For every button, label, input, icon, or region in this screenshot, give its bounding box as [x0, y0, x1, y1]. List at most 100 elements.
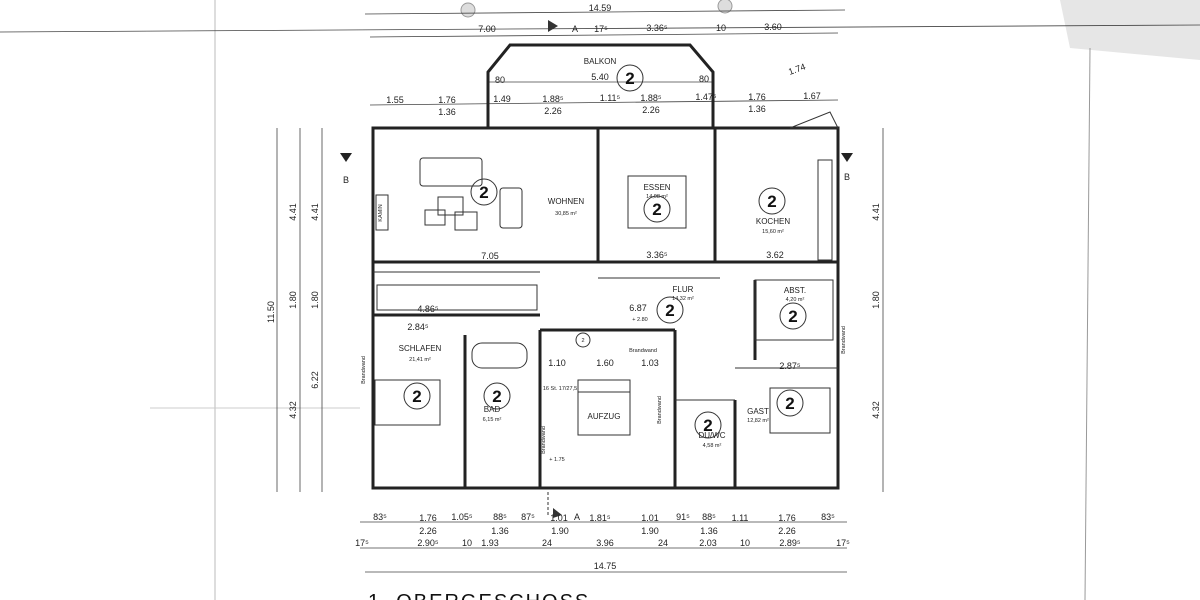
section-b-label: B [844, 172, 850, 182]
svg-text:3.62: 3.62 [766, 250, 784, 260]
svg-text:1.74: 1.74 [787, 61, 807, 76]
svg-text:3.36⁵: 3.36⁵ [646, 23, 668, 33]
svg-text:83⁵: 83⁵ [821, 512, 835, 522]
svg-text:4.41: 4.41 [310, 203, 320, 221]
svg-text:11.50: 11.50 [266, 301, 276, 323]
svg-text:10: 10 [740, 538, 750, 548]
room-abst: ABST. [784, 286, 806, 295]
svg-text:+ 2.80: + 2.80 [632, 317, 647, 323]
svg-text:12,82 m²: 12,82 m² [747, 418, 769, 424]
room-labels: WOHNEN 30,85 m² ESSEN 14,08 m² KOCHEN 15… [361, 183, 847, 454]
svg-text:88⁵: 88⁵ [493, 512, 507, 522]
svg-text:2.26: 2.26 [544, 106, 562, 116]
section-arrow [553, 508, 562, 518]
svg-text:1.81⁵: 1.81⁵ [589, 513, 611, 523]
svg-text:30,85 m²: 30,85 m² [555, 211, 577, 217]
svg-text:2: 2 [492, 387, 501, 406]
svg-text:1.76: 1.76 [748, 92, 766, 102]
svg-text:83⁵: 83⁵ [373, 512, 387, 522]
room-bad: BAD [484, 405, 501, 414]
svg-text:4.86⁵: 4.86⁵ [417, 304, 439, 314]
svg-text:2: 2 [785, 394, 794, 413]
room-duwc: DU/WC [698, 431, 725, 440]
top-dimensions: 14.59 7.00 17⁵ 3.36⁵ 10 3.60 A 80 5.40 8… [0, 3, 1200, 117]
svg-text:21,41 m²: 21,41 m² [409, 357, 431, 363]
svg-text:1.36: 1.36 [700, 526, 718, 536]
section-arrow [548, 20, 558, 32]
svg-text:1.76: 1.76 [419, 513, 437, 523]
svg-text:2: 2 [703, 416, 712, 435]
room-flur: FLUR [673, 285, 694, 294]
svg-text:2.26: 2.26 [778, 526, 796, 536]
svg-text:4,58 m²: 4,58 m² [703, 443, 722, 449]
svg-text:87⁵: 87⁵ [521, 512, 535, 522]
svg-text:15,60 m²: 15,60 m² [762, 229, 784, 235]
svg-text:17⁵: 17⁵ [836, 538, 850, 548]
svg-text:1.88⁵: 1.88⁵ [640, 93, 662, 103]
svg-text:1.36: 1.36 [491, 526, 509, 536]
svg-text:1.80: 1.80 [310, 291, 320, 309]
svg-text:4.32: 4.32 [288, 401, 298, 419]
side-dimensions: 4.41 4.41 1.80 1.80 4.32 6.22 11.50 4.41… [266, 128, 884, 492]
svg-text:1.90: 1.90 [551, 526, 569, 536]
room-essen: ESSEN [643, 183, 670, 192]
svg-text:4,20 m²: 4,20 m² [786, 297, 805, 303]
svg-text:2.89⁵: 2.89⁵ [779, 538, 801, 548]
svg-text:1.76: 1.76 [778, 513, 796, 523]
svg-text:1.05⁵: 1.05⁵ [451, 512, 473, 522]
section-b-arrow [340, 153, 352, 162]
svg-text:1.60: 1.60 [596, 358, 614, 368]
svg-text:14.75: 14.75 [594, 561, 617, 571]
svg-text:1.67: 1.67 [803, 91, 821, 101]
walls [371, 111, 840, 490]
svg-text:6,15 m²: 6,15 m² [483, 417, 502, 423]
svg-text:14,32 m²: 14,32 m² [672, 296, 694, 302]
svg-text:10: 10 [716, 23, 726, 33]
svg-text:7.00: 7.00 [478, 24, 496, 34]
svg-text:Brandwand: Brandwand [841, 326, 847, 354]
svg-text:1.76: 1.76 [438, 95, 456, 105]
svg-text:1.80: 1.80 [871, 291, 881, 309]
svg-text:2.03: 2.03 [699, 538, 717, 548]
paper-edge [1084, 47, 1091, 600]
svg-text:1.36: 1.36 [748, 104, 766, 114]
svg-text:7.05: 7.05 [481, 251, 499, 261]
svg-text:3.96: 3.96 [596, 538, 614, 548]
svg-text:16 St. 17/27,5: 16 St. 17/27,5 [543, 386, 577, 392]
punch-hole [460, 2, 476, 18]
svg-text:10: 10 [462, 538, 472, 548]
svg-text:Brandwand: Brandwand [657, 396, 663, 424]
svg-text:1.10: 1.10 [548, 358, 566, 368]
svg-text:1.01: 1.01 [641, 513, 659, 523]
inner-dimensions: 7.05 3.36⁵ 3.62 4.86⁵ 6.87 + 2.80 2.84⁵ … [407, 250, 801, 463]
svg-text:24: 24 [658, 538, 668, 548]
svg-text:2.90⁵: 2.90⁵ [417, 538, 439, 548]
room-balkon: BALKON [584, 57, 617, 66]
svg-text:4.41: 4.41 [288, 203, 298, 221]
floor-markers: 2 2 2 2 2 2 2 2 2 2 2 [403, 64, 807, 439]
svg-text:6.87: 6.87 [629, 303, 647, 313]
svg-text:80: 80 [699, 74, 709, 84]
svg-text:A: A [572, 24, 578, 34]
svg-text:2: 2 [788, 307, 797, 326]
svg-text:4.32: 4.32 [871, 401, 881, 419]
room-gast: GAST [747, 407, 769, 416]
svg-text:3.36⁵: 3.36⁵ [646, 250, 668, 260]
svg-text:91⁵: 91⁵ [676, 512, 690, 522]
svg-text:2: 2 [652, 200, 661, 219]
svg-text:2.87⁵: 2.87⁵ [779, 361, 801, 371]
svg-text:Brandwand: Brandwand [629, 348, 657, 354]
svg-text:6.22: 6.22 [310, 371, 320, 389]
svg-text:2: 2 [581, 338, 584, 344]
svg-text:1.55: 1.55 [386, 95, 404, 105]
svg-text:1.11: 1.11 [732, 513, 749, 523]
svg-text:2: 2 [412, 387, 421, 406]
svg-text:2: 2 [665, 301, 674, 320]
svg-text:A: A [574, 512, 580, 522]
section-b-arrow [841, 153, 853, 162]
room-aufzug: AUFZUG [588, 412, 621, 421]
svg-text:2.26: 2.26 [419, 526, 437, 536]
punch-hole [717, 0, 733, 14]
svg-text:1.49: 1.49 [493, 94, 511, 104]
